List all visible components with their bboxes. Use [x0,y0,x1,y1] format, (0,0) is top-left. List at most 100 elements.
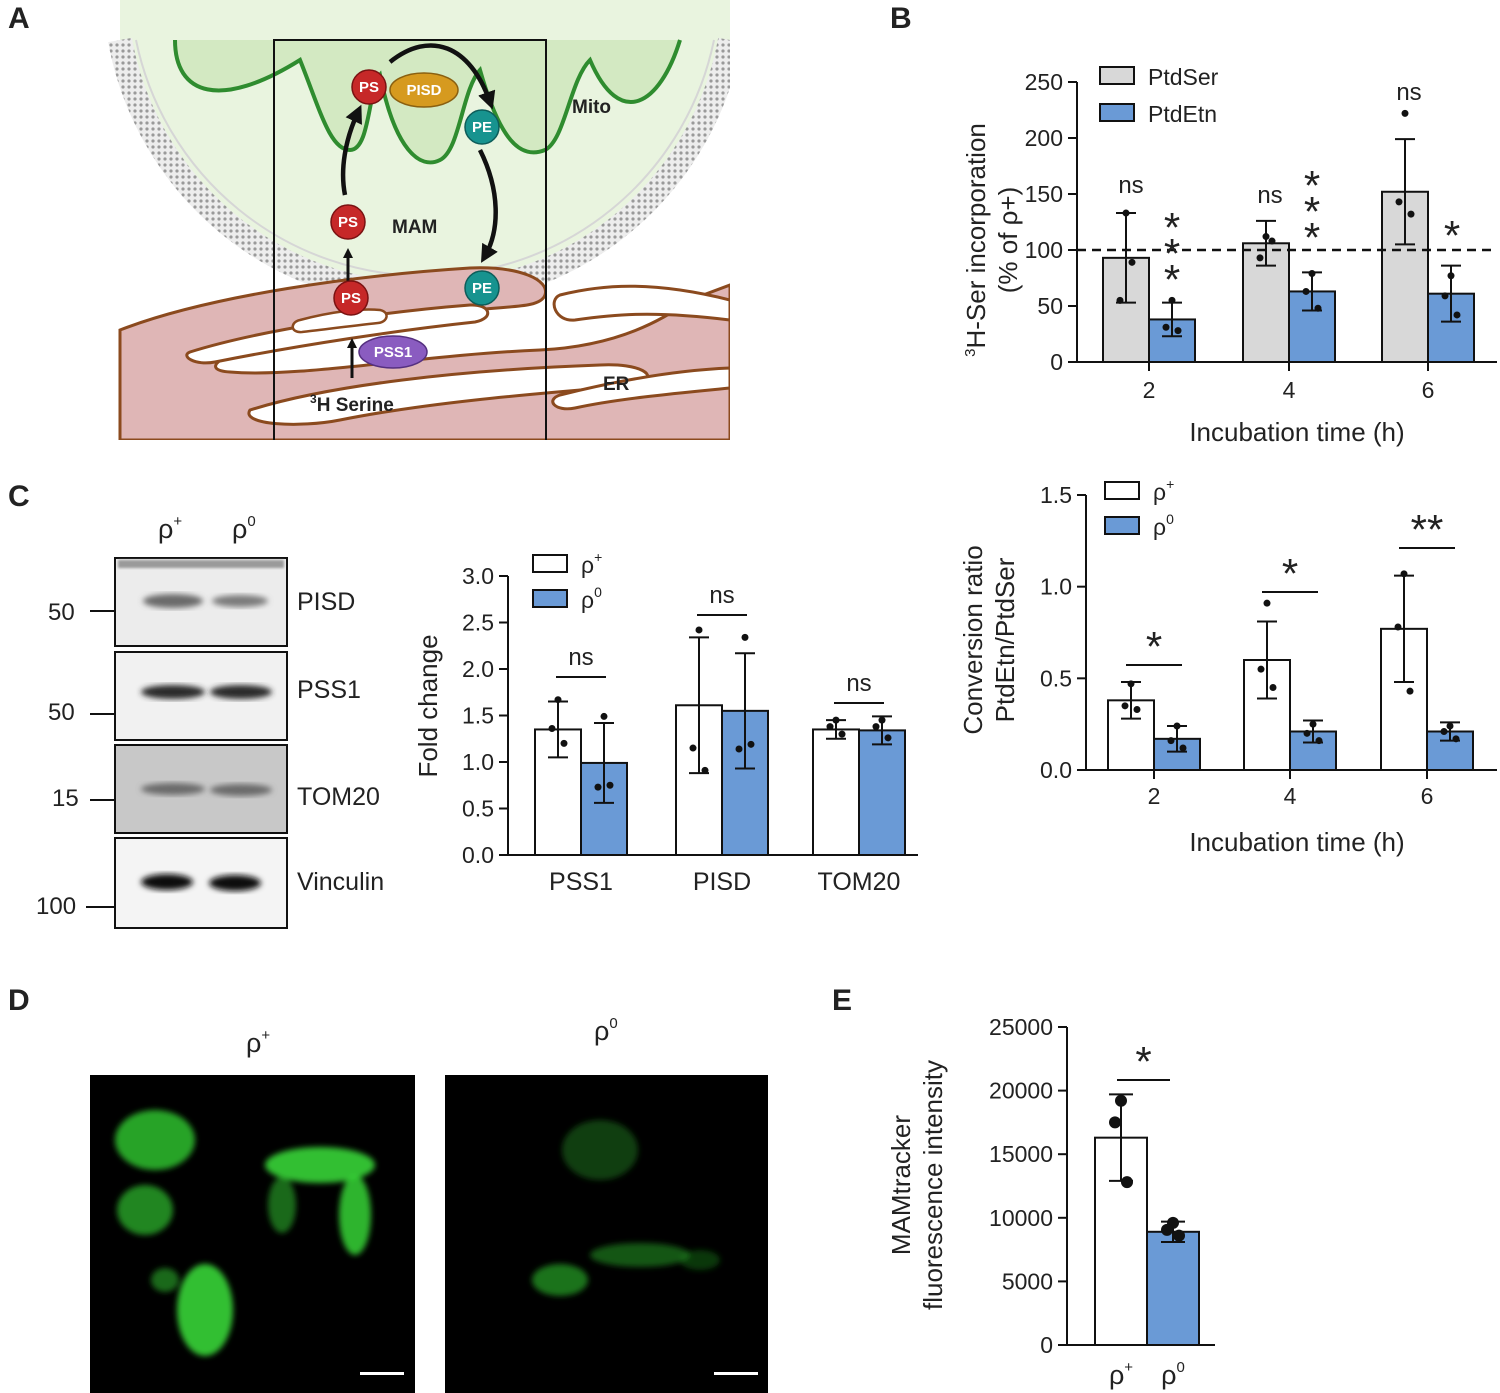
blot-vinculin: Vinculin 100 [36,837,384,929]
chart-b-y-tick-label: 150 [1025,181,1063,207]
chart-b-x-tick-label: 6 [1422,377,1435,403]
chart-c-ratio-data-point [1452,735,1460,743]
chart-b-data-point [1407,210,1415,218]
ps-mito: PS [351,69,387,105]
ps-er: PS [333,280,369,316]
chart-b-x-tick-label: 4 [1283,377,1296,403]
blot-pisd: PISD 50 [48,557,355,647]
panel-letter-c: C [8,480,30,513]
chart-c-ratio-data-point [1400,570,1408,578]
chart-b-data-point [1268,237,1276,245]
chart-e-sig: * [1135,1038,1151,1085]
chart-c-ratio-data-point [1309,720,1317,728]
svg-text:fluorescence intensity: fluorescence intensity [918,1060,948,1310]
confocal-label-rho-zero: ρ0 [594,1015,618,1046]
endoplasmic-reticulum [118,266,730,440]
svg-text:PE: PE [472,119,492,136]
svg-text:15: 15 [52,785,79,812]
chart-c-fold-legend-rho-zero-label: ρ0 [581,584,602,613]
chart-b-sig-star: * [1164,256,1180,303]
chart-c-fold-sig-ns: ns [568,644,593,671]
chart-b-sig-star: * [1304,214,1320,261]
chart-b-data-point [1308,270,1316,278]
chart-b-data-point [1447,272,1455,280]
chart-c-fold-legend-rho-zero-swatch [532,589,568,608]
chart-b-y-tick-label: 250 [1025,69,1063,95]
chart-c-fold-data-point [594,783,602,791]
chart-b-legend-ptdser-label: PtdSer [1148,64,1219,90]
chart-c-fold-data-point [872,723,880,731]
svg-text:PtdEtn/PtdSer: PtdEtn/PtdSer [990,557,1020,722]
chart-b-legend-ptdetn-label: PtdEtn [1148,101,1217,127]
chart-c-ratio-data-point [1263,599,1271,607]
svg-text:TOM20: TOM20 [297,783,380,811]
svg-text:100: 100 [36,893,76,920]
chart-b-sig-ns: ns [1257,182,1282,209]
svg-text:PISD: PISD [297,588,355,616]
pe-er: PE [464,270,500,306]
svg-text:PS: PS [359,79,379,96]
label-mam: MAM [392,217,437,238]
chart-b-legend-ptdetn-swatch [1099,103,1135,122]
pss1-enzyme: PSS1 [358,335,428,369]
chart-b-data-point [1116,296,1124,304]
chart-c-fold-data-point [826,723,834,731]
wb-lane-label-rho-plus: ρ+ [158,513,182,544]
chart-e-y-tick-label: 10000 [989,1205,1053,1231]
chart-c-ratio-y-tick-label: 0.5 [1040,665,1072,691]
chart-c-ratio-data-point [1173,722,1181,730]
wb-lane-label-rho-zero: ρ0 [232,513,256,544]
arrow-mam-ps-to-mito-ps [340,104,362,196]
chart-b-data-point [1256,254,1264,262]
chart-e-y-tick-label: 15000 [989,1141,1053,1167]
chart-c-fold-data-point [701,766,709,774]
chart-c-ratio-data-point [1257,665,1265,673]
chart-b-legend-ptdser-swatch [1099,66,1135,85]
chart-e-ylabel: MAMtracker fluorescence intensity [886,1060,948,1310]
chart-c-ratio-legend-rho-zero-swatch [1104,516,1140,535]
chart-c-fold-sig-ns: ns [709,582,734,609]
panel-letter-b: B [890,2,912,35]
chart-b-data-point [1122,209,1130,217]
chart-b-data-point [1302,287,1310,295]
chart-c-fold-x-tick-label: PISD [693,868,751,896]
chart-c-fold-data-point [878,716,886,724]
chart-c-fold-y-tick-label: 0.5 [462,796,494,822]
svg-text:PE: PE [472,280,492,297]
chart-e-data-point [1121,1176,1133,1189]
chart-c-ratio-legend-rho-zero-label: ρ0 [1153,511,1174,540]
chart-b-sig-star: * [1444,212,1460,259]
chart-b-sig-star: * [1164,204,1180,251]
chart-b-data-point [1262,233,1270,241]
mam-region-box [273,39,547,440]
chart-c-conversion-ylabel: Conversion ratio PtdEtn/PtdSer [958,545,1020,734]
chart-c-fold-y-tick-label: 2.0 [462,656,494,682]
chart-b-data-point [1441,292,1449,300]
chart-c-ratio-xlabel: Incubation time (h) [1189,827,1404,857]
chart-c-fold-data-point [548,725,556,733]
svg-text:PSS1: PSS1 [374,344,412,361]
svg-text:PS: PS [338,214,358,231]
chart-c-ratio-legend-rho-plus-label: ρ+ [1153,476,1174,505]
chart-e-data-point [1161,1223,1173,1236]
chart-b-data-point [1395,198,1403,206]
svg-text:3H-Ser incorporation: 3H-Ser incorporation [961,123,991,357]
chart-c-fold-bar-rho-plus-tom20 [812,728,860,857]
label-mito: Mito [572,97,611,118]
chart-c-fold-data-point [838,730,846,738]
chart-c-fold-data-point [560,739,568,747]
svg-text:50: 50 [48,599,75,626]
chart-c-ratio-data-point [1440,728,1448,735]
chart-c-fold-bar-rho-zero-tom20 [858,729,906,857]
chart-b-y-tick-label: 50 [1037,293,1063,319]
chart-c-fold-data-point [747,740,755,748]
chart-e-data-point [1115,1094,1127,1107]
chart-c-ratio-x-tick-label: 4 [1284,783,1297,809]
svg-text:Conversion ratio: Conversion ratio [958,545,988,734]
chart-c-ratio-sig: * [1146,623,1162,670]
svg-text:(% of ρ+): (% of ρ+) [993,187,1023,294]
arrow-ps-to-pe [388,43,496,110]
